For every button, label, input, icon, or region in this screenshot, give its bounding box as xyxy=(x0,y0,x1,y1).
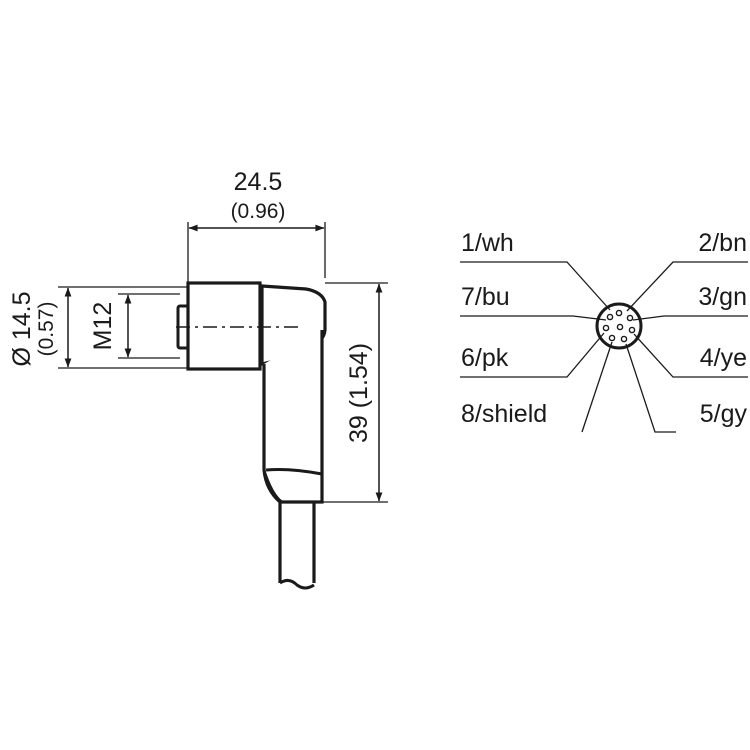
width-dimension: 24.5 (0.96) xyxy=(187,168,326,282)
cable-boot xyxy=(262,330,324,504)
diameter-in-label: (0.57) xyxy=(35,302,58,357)
thread-label: M12 xyxy=(89,302,117,351)
boot-ring-curve xyxy=(262,469,283,504)
height-dimension: 39 (1.54) xyxy=(322,282,388,503)
leader-5 xyxy=(625,343,676,433)
leader-7 xyxy=(460,315,607,321)
pin-contacts xyxy=(602,309,636,343)
pin-contact xyxy=(626,314,634,322)
pin-label-1: 1/wh xyxy=(461,229,514,257)
pin-label-2: 2/bn xyxy=(698,229,747,257)
cable-break xyxy=(279,578,315,590)
pin-contact xyxy=(620,335,628,343)
leader-4 xyxy=(633,333,748,378)
boot-ring-curve xyxy=(265,468,323,476)
leader-8 xyxy=(581,341,613,433)
width-in-label: (0.96) xyxy=(231,200,286,223)
pin-contact xyxy=(602,324,610,332)
pin-contact xyxy=(615,309,623,317)
pin-label-7: 7/bu xyxy=(461,283,510,311)
width-mm-label: 24.5 xyxy=(234,168,283,196)
height-label: 39 (1.54) xyxy=(345,343,373,443)
pin-leaders xyxy=(460,261,748,433)
diameter-dimension: Ø 14.5 (0.57) xyxy=(8,286,190,369)
pin-label-4: 4/ye xyxy=(700,344,747,372)
pin-contact xyxy=(628,326,636,334)
pin-label-5: 5/gy xyxy=(700,400,748,428)
cable xyxy=(278,502,316,583)
pin-assignment: 1/wh 7/bu 6/pk 8/shield 2/bn 3/gn 4/ye 5… xyxy=(460,229,748,433)
leader-1 xyxy=(460,261,611,311)
pin-contact xyxy=(608,334,616,342)
diameter-mm-label: Ø 14.5 xyxy=(8,291,36,366)
thread-dimension: M12 xyxy=(89,293,180,359)
pin-label-8: 8/shield xyxy=(461,400,547,428)
pin-contact xyxy=(606,313,614,321)
leader-2 xyxy=(626,261,748,312)
leader-6 xyxy=(460,332,605,378)
pin-label-6: 6/pk xyxy=(461,344,509,372)
coupling-nut xyxy=(186,281,262,371)
connector-body xyxy=(176,281,327,590)
pin-contact xyxy=(616,323,624,331)
pin-label-3: 3/gn xyxy=(698,283,747,311)
leader-3 xyxy=(632,315,748,321)
